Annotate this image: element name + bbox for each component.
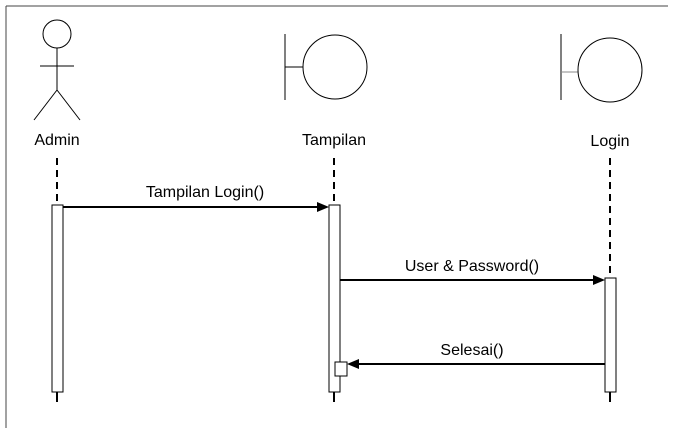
- boundary-tampilan: Tampilan: [284, 34, 368, 149]
- participant-label-login: Login: [590, 133, 629, 150]
- actor-right-leg: [56, 89, 81, 121]
- message-label: Tampilan Login(): [146, 184, 264, 201]
- activation-login: [604, 277, 617, 393]
- boundary-circle: [302, 34, 368, 100]
- participant-label-tampilan: Tampilan: [302, 132, 366, 149]
- arrowhead-icon: [347, 359, 359, 369]
- message-1: Tampilan Login(): [63, 184, 329, 212]
- actor-admin: Admin: [33, 19, 81, 149]
- actor-left-leg: [33, 89, 58, 121]
- arrowhead-icon: [317, 202, 329, 212]
- self-activation-box: [334, 361, 348, 377]
- activation-tampilan: [328, 204, 341, 393]
- boundary-login: Login: [560, 34, 643, 150]
- message-3: Selesai(): [347, 342, 605, 369]
- actor-head: [42, 19, 72, 49]
- message-2: User & Password(): [340, 258, 605, 285]
- message-label: Selesai(): [440, 342, 503, 359]
- message-label: User & Password(): [405, 258, 539, 275]
- boundary-circle: [577, 37, 643, 103]
- activation-admin: [51, 204, 64, 393]
- participant-label-admin: Admin: [34, 132, 79, 149]
- arrowhead-icon: [593, 275, 605, 285]
